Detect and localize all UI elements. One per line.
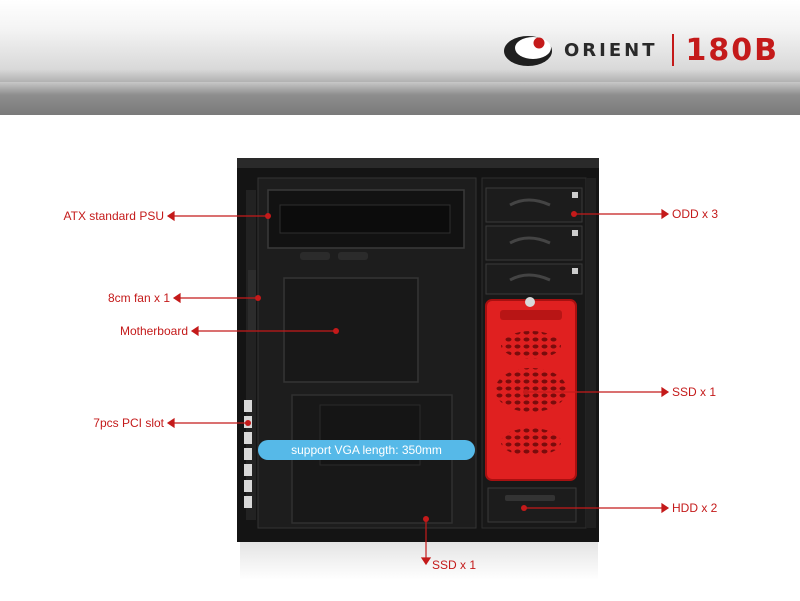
callout-ssd-bottom: SSD x 1: [432, 558, 477, 572]
callout-hdd: HDD x 2: [672, 501, 718, 515]
cage-vent-bottom: [501, 428, 561, 456]
fan-mount: [248, 270, 256, 330]
callout-ssd-cage: SSD x 1: [672, 385, 717, 399]
odd-clip-3: [572, 268, 578, 274]
rear-panel: [246, 190, 256, 520]
callout-odd: ODD x 3: [672, 207, 719, 221]
cage-vent-top: [501, 331, 561, 359]
callout-lines: [166, 208, 670, 566]
odd-clip-1: [572, 192, 578, 198]
brand-name: ORIENT: [564, 39, 658, 61]
hdd-bay: [487, 487, 577, 523]
callout-pci: 7pcs PCI slot: [93, 416, 164, 430]
case-reflection: [240, 540, 598, 580]
odd-rail-2: [509, 236, 551, 245]
pci-slot-1: [244, 400, 252, 412]
odd-bay-1: [485, 187, 583, 223]
header-shine: [0, 82, 800, 115]
odd-clip-2: [572, 230, 578, 236]
odd-bay-3: [485, 263, 583, 295]
odd-rail-3: [509, 273, 551, 282]
hdd-rail: [505, 495, 555, 501]
brand-logo-group: ORIENT 180B: [502, 30, 779, 70]
callout-fan: 8cm fan x 1: [107, 291, 170, 305]
cable-hole-2: [338, 252, 368, 260]
pci-slot-4: [244, 448, 252, 460]
odd-rail-1: [509, 198, 551, 207]
pci-slot-3: [244, 432, 252, 444]
pci-slot-6: [244, 480, 252, 492]
brand-separator: [671, 34, 674, 66]
chassis-top-edge: [237, 158, 599, 168]
cage-screw: [525, 297, 535, 307]
pci-slot-5: [244, 464, 252, 476]
vga-length-badge: support VGA length: 350mm: [258, 440, 475, 460]
cable-hole-1: [300, 252, 330, 260]
cage-handle: [500, 310, 562, 320]
brand-model: 180B: [685, 32, 779, 68]
odd-bay-2: [485, 225, 583, 261]
cage-vent-middle: [495, 368, 567, 412]
callout-motherboard: Motherboard: [119, 324, 188, 338]
header-band: [0, 0, 800, 115]
callout-psu: ATX standard PSU: [63, 209, 165, 223]
pci-slot-7: [244, 496, 252, 508]
motherboard-tray-upper: [283, 277, 419, 383]
psu-bay-opening: [279, 204, 451, 234]
front-panel-edge: [586, 178, 596, 528]
orient-swoosh-logo-icon: [504, 36, 552, 66]
